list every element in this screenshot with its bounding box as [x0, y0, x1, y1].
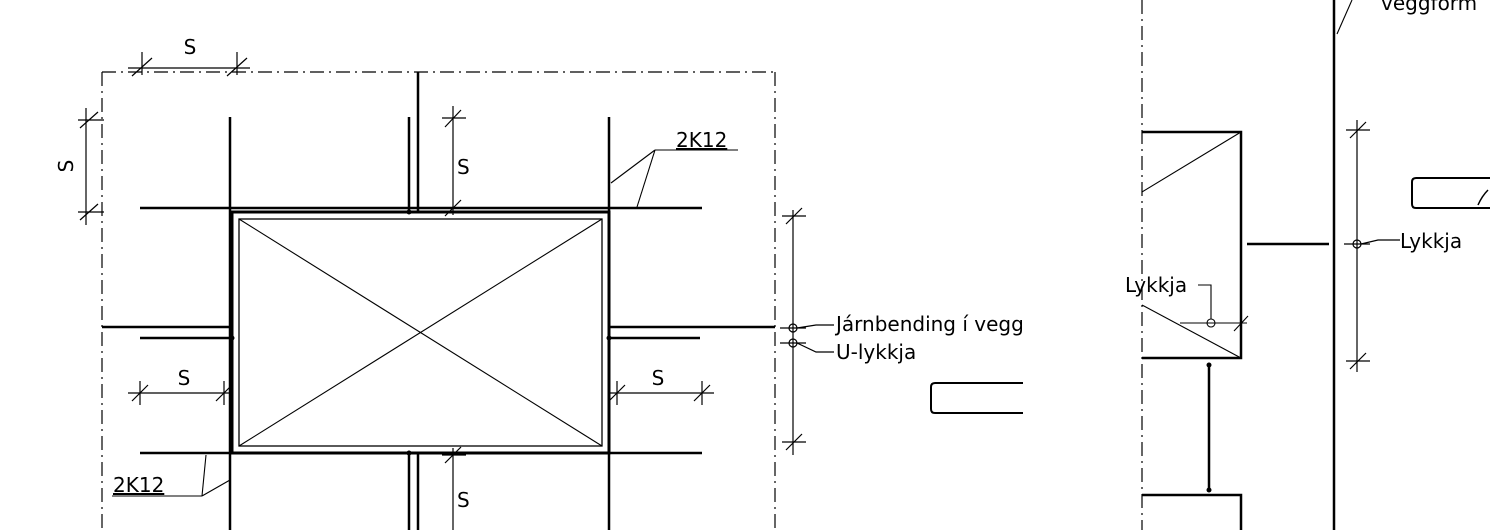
label-rebar-wall: Járnbending í vegg: [834, 312, 1024, 336]
loop-marker-left: [1180, 284, 1249, 332]
bar-dots: [229, 209, 612, 456]
label-s-lower-mid: S: [457, 488, 470, 512]
bar-end-dot: [1206, 362, 1212, 368]
label-wall-form: veggform: [1381, 0, 1477, 15]
opening-detail: S S S 2K12: [54, 35, 1024, 530]
bar-end-dot: [1206, 487, 1212, 493]
leader-wall-form: [1336, 0, 1353, 35]
label-s-left: S: [54, 160, 78, 173]
dim-s-mid-left: [128, 381, 233, 405]
label-s-upper-mid: S: [457, 155, 470, 179]
label-s-mid-left: S: [178, 366, 191, 390]
wall-section-detail: Lykkja Lykkja veggform: [1125, 0, 1490, 530]
boundary-dashdot: [101, 71, 776, 530]
dim-s-top: [128, 52, 250, 77]
upper-box: [1141, 130, 1243, 360]
loop-hook-mark: [1477, 189, 1489, 206]
dim-s-lower-mid: [442, 446, 466, 530]
label-2k12-bottom: 2K12: [113, 473, 164, 497]
dim-s-upper-mid: [442, 106, 466, 217]
label-2k12-top: 2K12: [676, 128, 727, 152]
u-loop-symbol-partial: [1411, 177, 1490, 209]
dim-right-section: [1344, 120, 1400, 372]
dim-s-left: [78, 108, 104, 225]
label-s-mid-right: S: [652, 366, 665, 390]
dim-right: [780, 207, 834, 455]
dim-s-mid-right: [608, 381, 714, 405]
rebar-lines: [102, 72, 775, 530]
leader-2k12-bottom: [112, 454, 231, 497]
label-s-top: S: [184, 35, 197, 59]
label-loop-right: Lykkja: [1400, 229, 1462, 253]
opening-frame: [230, 210, 611, 455]
u-loop-symbol: [930, 382, 1023, 414]
label-u-loop: U-lykkja: [836, 340, 916, 364]
leader-2k12-top: [610, 149, 738, 208]
label-loop-left: Lykkja: [1125, 273, 1187, 297]
lower-box: [1142, 493, 1243, 530]
